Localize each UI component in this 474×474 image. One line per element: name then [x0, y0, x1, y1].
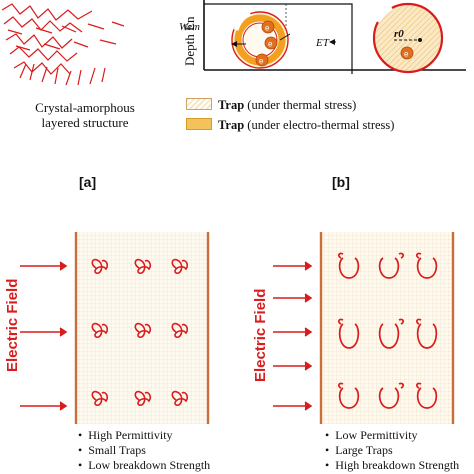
right-bullet-3: • High breakdown Strength [325, 458, 460, 472]
right-bullet-1: • Low Permittivity [325, 428, 418, 442]
field-arrows [20, 261, 68, 411]
right-dielectric-panel [273, 232, 455, 424]
energy-diagram: e e e Wem ET r0 e [179, 0, 466, 74]
right-electric-field-label: Electric Field [252, 288, 269, 382]
structure-caption: Crystal-amorphous layered structure [10, 100, 160, 130]
large-traps [337, 252, 438, 409]
large-trap-circle: r0 e [372, 2, 444, 74]
left-electric-field-label: Electric Field [4, 278, 21, 372]
legend-thermal: Trap (under thermal stress) [186, 98, 356, 113]
right-bullet-2: • Large Traps [325, 443, 393, 457]
hatched-swatch [186, 98, 212, 110]
left-bullet-1: • High Permittivity [78, 428, 173, 442]
panel-label-b: [b] [332, 174, 350, 190]
svg-text:e: e [265, 24, 270, 33]
svg-text:e: e [259, 57, 264, 66]
small-traps [91, 258, 189, 407]
left-bullet-3: • Low breakdown Strength [78, 458, 211, 472]
r0-label: r0 [394, 28, 404, 40]
svg-text:e: e [268, 40, 273, 49]
solid-swatch [186, 118, 212, 130]
depth-energy-axis-label: Depth En [182, 16, 197, 66]
small-trap-ring: e e e [231, 10, 291, 69]
e-t-label: ET [315, 37, 330, 49]
left-bullet-2: • Small Traps [78, 443, 146, 457]
caption-line-1: Crystal-amorphous [35, 100, 135, 115]
field-arrows [273, 261, 313, 411]
w-em-label: Wem [179, 21, 200, 33]
panel-label-a: [a] [79, 174, 97, 190]
caption-line-2: layered structure [41, 115, 129, 130]
legend-electro-thermal: Trap (under electro-thermal stress) [186, 118, 394, 133]
svg-text:e: e [404, 50, 409, 59]
left-dielectric-panel [20, 232, 210, 424]
crystal-structure-illustration [1, 3, 125, 86]
